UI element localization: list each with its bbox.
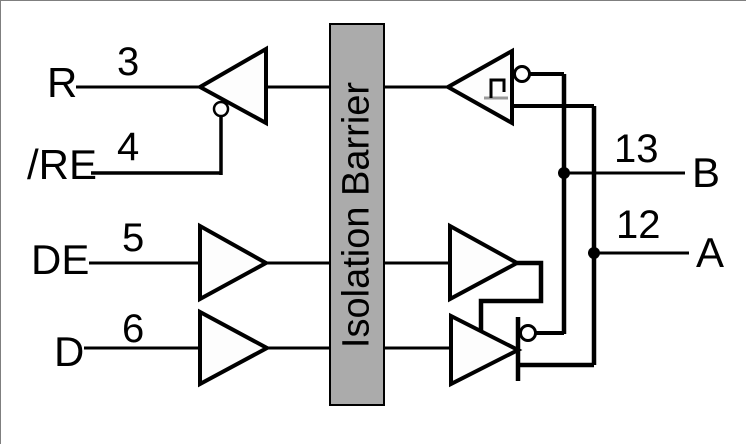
pin-label-r: R (47, 59, 78, 106)
d-buffer-triangle (198, 308, 272, 388)
pin-label-d: D (54, 328, 85, 375)
pin-number-12: 12 (616, 203, 661, 247)
bus-receiver-inverting-bubble-icon (513, 65, 531, 83)
a-junction-dot (588, 247, 600, 259)
pin-number-3: 3 (117, 40, 140, 84)
pin-label-a: A (696, 229, 725, 276)
hysteresis-icon (489, 78, 506, 98)
r-output-buffer-triangle (195, 45, 268, 127)
driver-enable-wire (478, 260, 544, 332)
b-junction-dot (558, 167, 570, 179)
receiver-enable-bubble-icon (212, 100, 230, 118)
pin-label-b: B (692, 149, 721, 196)
isolation-barrier-rect (329, 23, 385, 406)
pin-label-de: DE (31, 236, 90, 283)
driver-inverting-bubble-icon (519, 324, 537, 342)
bus-receiver-triangle (443, 47, 514, 127)
driver-triangle (449, 312, 523, 388)
isolation-barrier-label: Isolation Barrier (335, 81, 378, 349)
bus-de-buffer-triangle (448, 222, 522, 303)
pin-number-5: 5 (122, 216, 145, 260)
pin-number-13: 13 (614, 127, 659, 171)
de-buffer-triangle (198, 222, 271, 303)
pin-label-re: /RE (27, 141, 98, 188)
pin-number-4: 4 (117, 125, 140, 169)
pin-number-6: 6 (122, 307, 145, 351)
